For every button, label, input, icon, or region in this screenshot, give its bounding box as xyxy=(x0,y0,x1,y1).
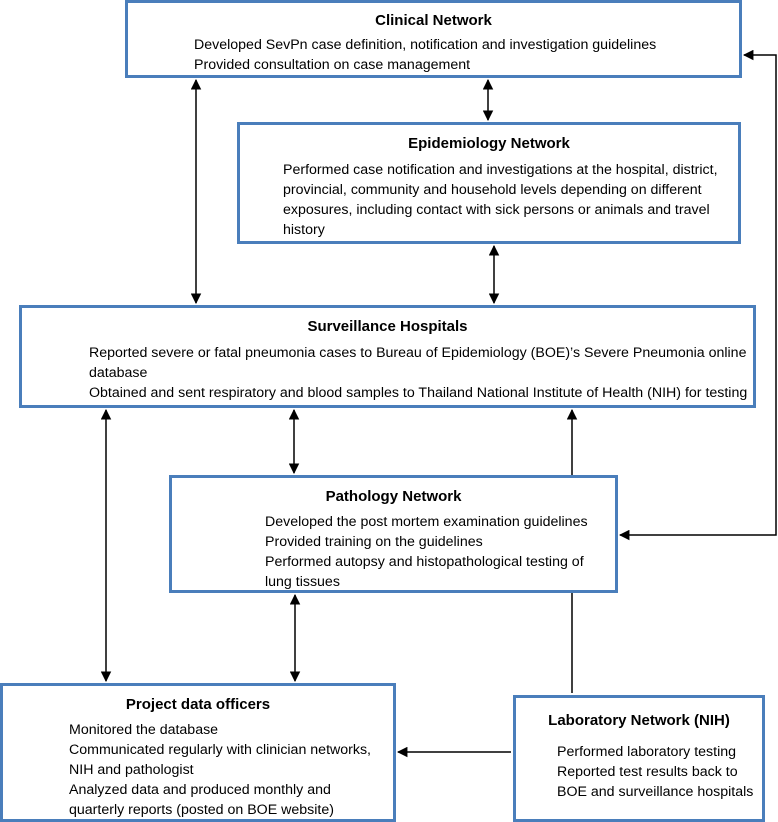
epidemiology-network-title: Epidemiology Network xyxy=(408,135,570,152)
laboratory-network-line: BOE and surveillance hospitals xyxy=(557,784,754,800)
surveillance-hospitals-line: database xyxy=(89,365,148,381)
project-data-officers-line: Analyzed data and produced monthly and xyxy=(69,782,331,798)
project-data-officers-line: Communicated regularly with clinician ne… xyxy=(69,742,371,758)
clinical-network-title: Clinical Network xyxy=(375,12,492,29)
project-data-officers-line: NIH and pathologist xyxy=(69,762,194,778)
pathology-network-line: lung tissues xyxy=(265,574,340,590)
pathology-network-box: Pathology Network Developed the post mor… xyxy=(169,475,618,593)
pathology-network-line: Developed the post mortem examination gu… xyxy=(265,514,588,530)
project-data-officers-line: quarterly reports (posted on BOE website… xyxy=(69,802,334,818)
laboratory-network-title: Laboratory Network (NIH) xyxy=(548,712,730,729)
epidemiology-network-line: history xyxy=(283,222,325,238)
surveillance-hospitals-box: Surveillance Hospitals Reported severe o… xyxy=(19,305,756,408)
laboratory-network-line: Performed laboratory testing xyxy=(557,744,737,760)
arrow-clinical-pathology xyxy=(618,49,777,541)
pathology-network-title: Pathology Network xyxy=(325,488,462,505)
surveillance-hospitals-line: Obtained and sent respiratory and blood … xyxy=(89,385,748,401)
epidemiology-network-line: provincial, community and household leve… xyxy=(283,182,702,198)
surveillance-hospitals-line: Reported severe or fatal pneumonia cases… xyxy=(89,345,747,361)
surveillance-hospitals-title: Surveillance Hospitals xyxy=(307,318,468,335)
laboratory-network-box: Laboratory Network (NIH) Performed labor… xyxy=(513,695,765,822)
clinical-network-box: Clinical Network Developed SevPn case de… xyxy=(125,0,742,78)
clinical-network-line: Provided consultation on case management xyxy=(194,57,471,73)
project-data-officers-line: Monitored the database xyxy=(69,722,219,738)
epidemiology-network-line: Performed case notification and investig… xyxy=(283,162,718,178)
project-data-officers-box: Project data officers Monitored the data… xyxy=(0,683,396,822)
epidemiology-network-line: exposures, including contact with sick p… xyxy=(283,202,710,218)
epidemiology-network-box: Epidemiology Network Performed case noti… xyxy=(237,122,741,244)
project-data-officers-title: Project data officers xyxy=(125,696,271,713)
pathology-network-line: Performed autopsy and histopathological … xyxy=(265,554,584,570)
pathology-network-line: Provided training on the guidelines xyxy=(265,534,483,550)
laboratory-network-line: Reported test results back to xyxy=(557,764,738,780)
clinical-network-line: Developed SevPn case definition, notific… xyxy=(194,37,657,53)
